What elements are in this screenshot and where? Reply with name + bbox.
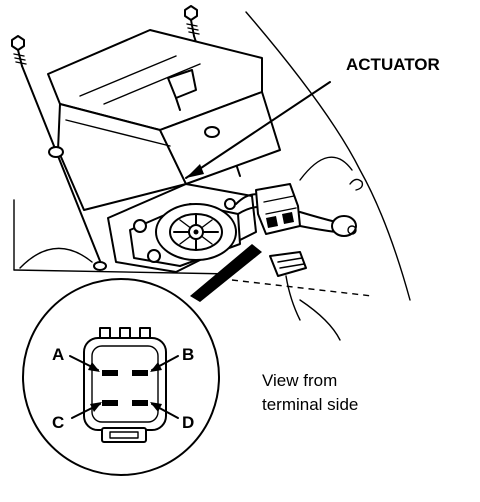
terminal-b-pin (132, 370, 148, 376)
bolt-right (184, 5, 200, 37)
connector-icon (83, 327, 167, 443)
actuator-body (107, 183, 269, 273)
actuator-leader-line (185, 81, 331, 179)
zoom-wedge (190, 244, 262, 302)
terminal-leaders (69, 355, 179, 419)
terminal-d-pin (132, 400, 148, 406)
terminal-a-label: A (52, 345, 64, 364)
terminal-c-pin (102, 400, 118, 406)
engine-bay-background (13, 11, 411, 341)
bolt-left (11, 35, 27, 67)
view-note-line2: terminal side (262, 395, 358, 414)
actuator-cover (47, 29, 281, 271)
actuator-leader-arrow (186, 164, 204, 178)
terminal-a-pin (102, 370, 118, 376)
terminal-c-label: C (52, 413, 64, 432)
terminal-b-label: B (182, 345, 194, 364)
view-note-line1: View from (262, 371, 337, 390)
actuator-connector (255, 183, 301, 235)
bolt-left-guide-line (21, 65, 103, 267)
actuator-label: ACTUATOR (346, 55, 440, 74)
terminal-d-label: D (182, 413, 194, 432)
